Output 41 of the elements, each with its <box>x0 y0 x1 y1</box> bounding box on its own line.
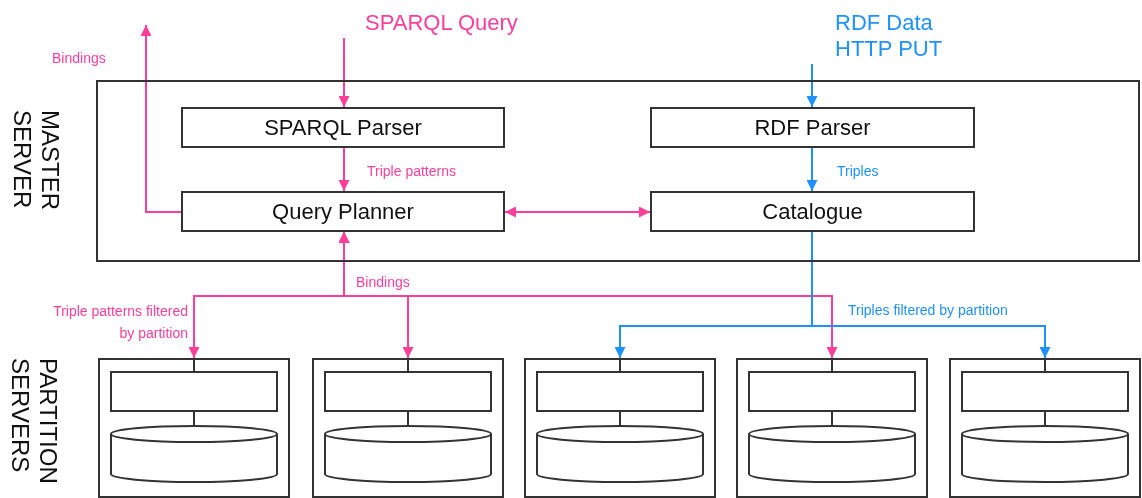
module-box <box>110 371 278 412</box>
server-box <box>98 358 290 498</box>
arrow <box>338 231 838 359</box>
process-box: RDF Parser <box>650 107 975 148</box>
module-box <box>536 371 704 412</box>
connector-line <box>407 357 409 372</box>
server-box <box>312 358 504 498</box>
connector-line <box>1044 357 1046 372</box>
server-box <box>524 358 716 498</box>
connector-line <box>831 411 833 426</box>
connector-line <box>193 411 195 426</box>
module-box <box>324 371 492 412</box>
arrow <box>504 206 651 218</box>
arrow <box>811 231 1051 359</box>
flow-label: SPARQL Query <box>336 10 536 38</box>
connector-line <box>1044 411 1046 426</box>
process-box: Catalogue <box>650 191 975 232</box>
arrow <box>338 147 350 192</box>
connector-line <box>831 357 833 372</box>
connector-line <box>619 411 621 426</box>
flow-label: RDF Data HTTP PUT <box>805 10 965 64</box>
database-cylinder <box>536 425 704 483</box>
group-heading: PARTITION SERVERS <box>6 358 62 486</box>
arrow <box>806 63 818 108</box>
connector-line <box>407 411 409 426</box>
connector-line <box>193 357 195 372</box>
arrow <box>140 24 182 213</box>
arrow <box>338 37 350 108</box>
database-cylinder <box>324 425 492 483</box>
process-box: SPARQL Parser <box>181 107 505 148</box>
database-cylinder <box>110 425 278 483</box>
database-cylinder <box>748 425 916 483</box>
container-heading: MASTER SERVER <box>8 110 64 212</box>
server-box <box>736 358 928 498</box>
database-cylinder <box>961 425 1129 483</box>
module-box <box>961 371 1129 412</box>
arrow <box>806 147 818 192</box>
process-box: Query Planner <box>181 191 505 232</box>
server-box <box>949 358 1141 498</box>
module-box <box>748 371 916 412</box>
connector-line <box>619 357 621 372</box>
